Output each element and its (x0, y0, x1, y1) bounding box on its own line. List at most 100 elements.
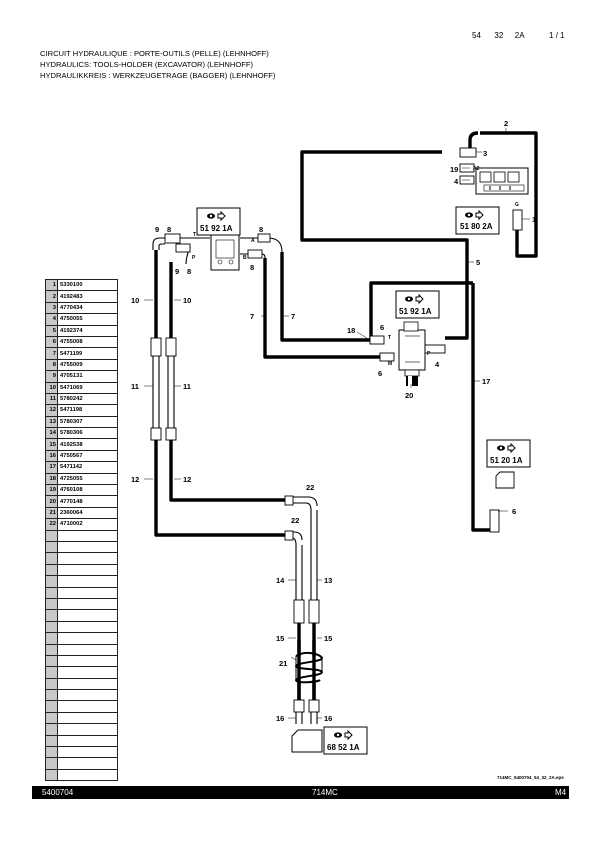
parts-row-empty (45, 677, 118, 691)
parts-row-part-number (57, 620, 118, 634)
fitting-14-bot (293, 599, 305, 624)
parts-row-empty (45, 654, 118, 668)
parts-row-empty (45, 609, 118, 622)
parts-row-part-number (57, 529, 118, 543)
callout-18: 18 (347, 326, 355, 335)
parts-row-number (45, 711, 58, 725)
title-de: HYDRAULIKKREIS : WERKZEUGETRAGE (BAGGER)… (40, 71, 276, 80)
title-fr: CIRCUIT HYDRAULIQUE : PORTE-OUTILS (PELL… (40, 49, 269, 58)
parts-row-part-number (57, 563, 118, 577)
footer-code: M4 (555, 788, 567, 797)
callout-20: 20 (405, 391, 413, 400)
callout-5: 5 (476, 258, 480, 267)
parts-row-empty (45, 711, 118, 725)
parts-row-empty (45, 597, 118, 611)
port-M: M (388, 361, 392, 367)
callout-6-top: 6 (380, 323, 384, 332)
ref-section: 54 (472, 31, 481, 40)
parts-row-empty (45, 552, 118, 565)
fitting-13-bot (308, 599, 320, 624)
quick-coupler-plate (495, 471, 515, 489)
ref-subsection: 32 (494, 31, 504, 40)
fitting-16-l (293, 699, 305, 713)
parts-row-part-number (57, 666, 118, 679)
hose-12-left (154, 438, 289, 537)
parts-row-part-number (57, 609, 118, 622)
fitting-11-bot-l (150, 427, 162, 441)
callout-22-b: 22 (291, 516, 299, 525)
parts-row-empty (45, 768, 118, 782)
parts-row-part-number (57, 586, 118, 599)
callout-10-right: 10 (183, 296, 191, 305)
thin-pipes (152, 237, 318, 724)
callout-6-right: 6 (512, 507, 516, 516)
callout-11-right: 11 (183, 382, 191, 391)
parts-row-part-number (57, 575, 118, 588)
ref-box-68521A: 68 52 1A (323, 726, 368, 755)
tool-plate (291, 729, 323, 753)
parts-row-number: 12 (45, 404, 58, 417)
callout-1: 1 (532, 215, 536, 224)
parts-row-empty (45, 666, 118, 679)
callout-8-c: 8 (187, 267, 191, 276)
hose-2 (480, 131, 538, 258)
parts-row-part-number (57, 632, 118, 645)
ref-box-51802A: 51 80 2A (455, 206, 500, 235)
fitting-3 (459, 147, 477, 158)
callout-6-bottom: 6 (378, 369, 382, 378)
parts-row-part-number (57, 700, 118, 713)
fitting-8-a (257, 233, 271, 243)
callout-9-b: 9 (175, 267, 179, 276)
fitting-6-bot (379, 352, 395, 362)
ref-item: 2A (514, 31, 525, 40)
callout-11-left: 11 (131, 382, 139, 391)
parts-row-empty (45, 632, 118, 645)
fitting-6-right (489, 509, 500, 533)
callout-8-b: 8 (259, 225, 263, 234)
parts-row-empty (45, 643, 118, 656)
parts-row-empty (45, 540, 118, 554)
port-B: B (243, 255, 247, 261)
parts-row-empty (45, 575, 118, 588)
callout-17: 17 (482, 377, 490, 386)
ref-box-51802A-label: 51 80 2A (460, 222, 493, 231)
footer-doc-number: 5400704 (42, 788, 74, 797)
footer-model: 714MC (312, 788, 338, 797)
parts-row-part-number (57, 768, 118, 782)
port-G: G (515, 202, 519, 208)
parts-row-number (45, 654, 58, 668)
parts-row-part-number: 4710002 (57, 518, 118, 531)
callout-12-left: 12 (131, 475, 139, 484)
hose-5 (300, 150, 469, 340)
hose-7-left (263, 258, 380, 359)
hose-2-end (468, 131, 479, 152)
fitting-1 (512, 209, 523, 231)
fitting-22b (284, 530, 294, 541)
parts-row-part-number (57, 540, 118, 554)
port-T-mid: T (388, 335, 391, 341)
valve-block-top (475, 167, 529, 195)
callout-7-left: 7 (250, 312, 254, 321)
callout-13: 13 (324, 576, 332, 585)
parts-row-empty (45, 689, 118, 702)
page-number: 1 / 1 (549, 31, 565, 40)
parts-row-number (45, 540, 58, 554)
port-T-left: T (193, 232, 196, 238)
parts-row-part-number (57, 757, 118, 770)
parts-row-part-number (57, 711, 118, 725)
selector-valve (210, 231, 240, 271)
footer-bar: 5400704 714MC M4 (32, 786, 569, 799)
parts-row-empty (45, 586, 118, 599)
callout-4-mid: 4 (435, 360, 440, 369)
callout-16-left: 16 (276, 714, 284, 723)
parts-row-empty (45, 723, 118, 736)
parts-row-empty (45, 734, 118, 748)
